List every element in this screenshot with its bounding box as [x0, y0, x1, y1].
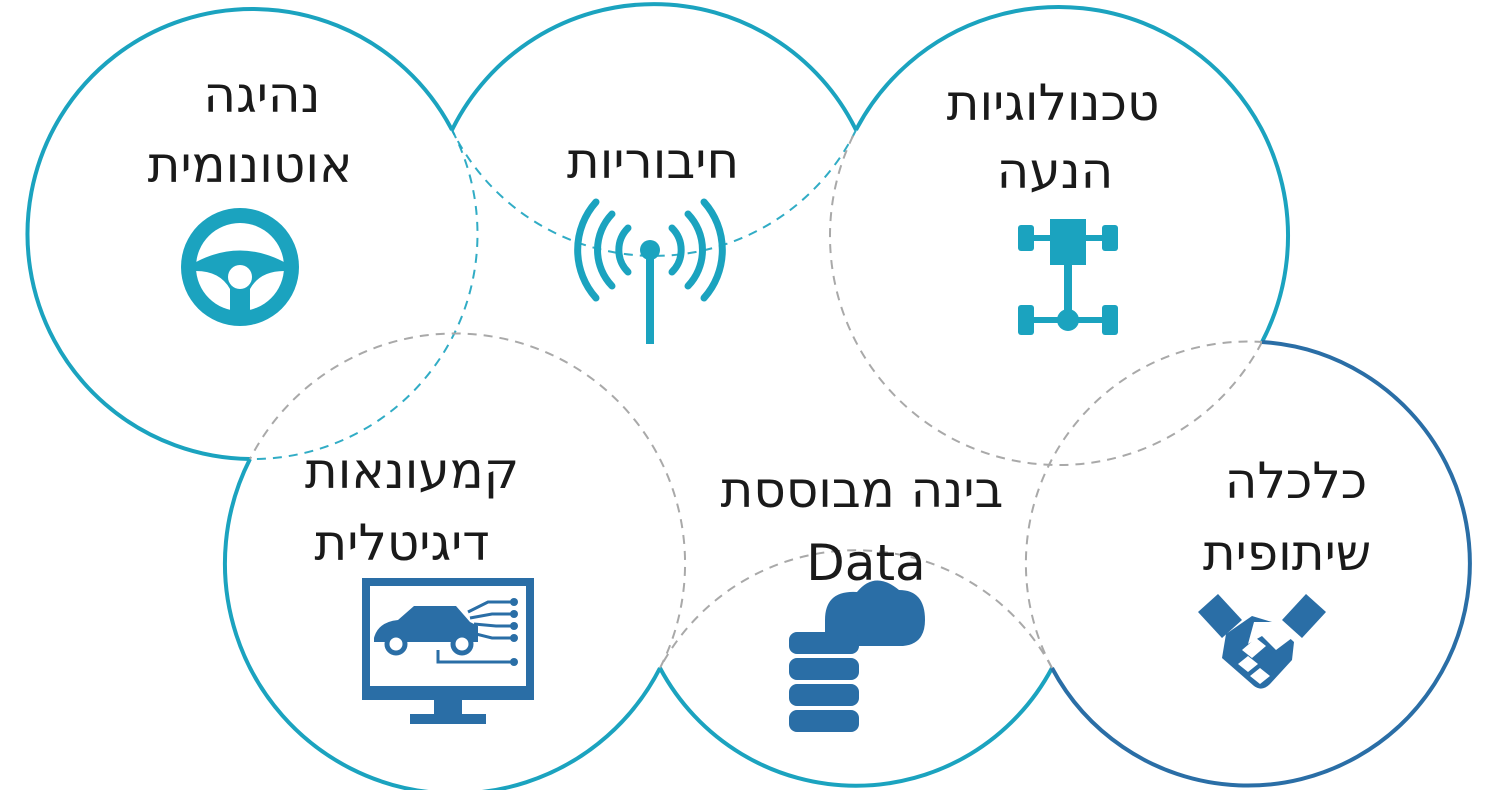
label-data-line2: Data: [806, 534, 925, 592]
database-cloud-icon: [789, 580, 925, 732]
circle-sharing-economy: [1050, 340, 1472, 788]
label-propulsion-line2: הנעה: [997, 142, 1114, 200]
antenna-signal-icon: [574, 198, 726, 344]
circle-propulsion-tech-lower: [828, 129, 1263, 467]
label-autonomous-line2: אוטונומית: [148, 136, 353, 194]
label-connectivity: חיבוריות: [567, 132, 739, 190]
circle-autonomous-driving-overlap: [249, 129, 479, 461]
drivetrain-chassis-icon: [1018, 219, 1118, 335]
monitor-car-icon: [362, 578, 534, 724]
handshake-icon: [1198, 594, 1326, 689]
circle-sharing-economy-upper: [1024, 340, 1263, 669]
label-sharing-line2: שיתופית: [1203, 524, 1371, 582]
circle-data-intelligence: [658, 667, 1054, 788]
circle-digital-twins-upper: [249, 332, 687, 669]
label-digital-line1: קמעונאות: [305, 442, 519, 500]
circle-data-intelligence-upper: [659, 549, 1053, 669]
circle-digital-twins: [222, 458, 662, 790]
label-propulsion-line1: טכנולוגיות: [947, 74, 1160, 132]
label-data-line1: בינה מבוססת: [721, 461, 1004, 519]
label-autonomous-line1: נהיגה: [203, 66, 320, 124]
circle-propulsion-tech: [854, 4, 1291, 343]
circle-connectivity: [450, 2, 858, 131]
steering-wheel-icon: [181, 208, 299, 326]
circle-autonomous-driving: [25, 7, 454, 461]
label-sharing-line1: כלכלה: [1225, 452, 1367, 510]
label-digital-line2: דיגיטלית: [314, 514, 489, 572]
